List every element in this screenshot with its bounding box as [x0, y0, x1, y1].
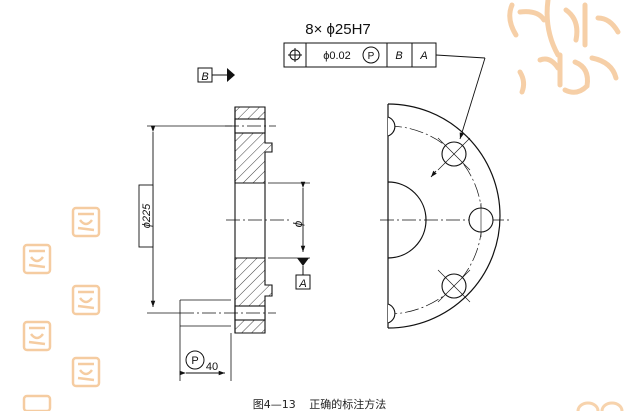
datum-b-symbol: B: [197, 67, 235, 83]
datum-b-label: B: [201, 71, 208, 83]
datum-a-triangle: [297, 258, 309, 266]
position-datum-2: A: [419, 50, 427, 62]
upper-section-hatch: [234, 106, 273, 184]
position-datum-1: B: [395, 50, 402, 62]
dimension-phi225: ϕ225: [138, 125, 232, 314]
bolt-hole-bottom: [387, 303, 396, 324]
position-frame: ϕ0.02 P B A: [283, 42, 486, 68]
datum-b-triangle: [227, 68, 235, 82]
projected-value: 40: [206, 361, 218, 373]
projected-symbol-circle: [185, 350, 205, 370]
datum-a-label: A: [298, 278, 306, 290]
dim-225-label: ϕ225: [141, 203, 153, 228]
centerlines-left: [180, 125, 290, 314]
caption-text: 正确的标注方法: [309, 398, 387, 411]
bolt-circle: [387, 125, 483, 315]
caption-number: 图4—13: [252, 398, 296, 411]
position-tolerance: ϕ0.02: [323, 50, 351, 62]
figure-caption: 图4—13 正确的标注方法: [0, 396, 639, 412]
projected-symbol-text: P: [191, 355, 198, 367]
bolt-hole-top: [387, 116, 396, 137]
position-modifier: P: [368, 51, 375, 62]
flange-front-view: [380, 57, 512, 329]
lower-section-hatch: [234, 257, 273, 334]
position-crosshair-icon: [288, 48, 302, 62]
modifier-circle: [362, 46, 380, 64]
watermark-arcs-bottom: [576, 401, 624, 411]
outer-half-circle: [387, 103, 501, 329]
watermark-seal-left: [22, 206, 101, 411]
callout-top: 8× ϕ25H7: [305, 21, 371, 38]
flange-section-view: [234, 106, 273, 334]
dim-phi-label: ϕ: [291, 220, 305, 227]
watermark-seal-right: [507, 0, 621, 95]
datum-a-symbol: ϕ A: [268, 181, 311, 290]
projected-zone: P 40: [179, 299, 232, 381]
leader-line: [459, 57, 486, 140]
